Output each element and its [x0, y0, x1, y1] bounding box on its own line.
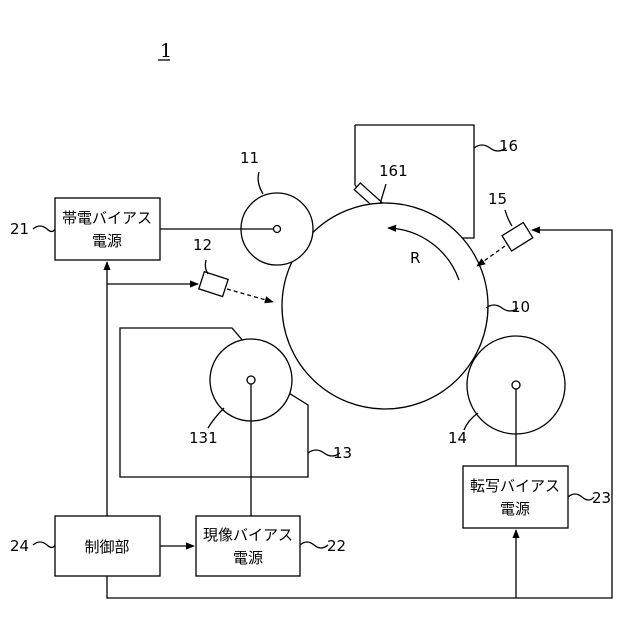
leader-22 [300, 542, 328, 548]
sensor-15 [502, 222, 533, 251]
leader-161 [380, 184, 386, 204]
control-unit-label: 制御部 [84, 538, 129, 556]
sensor-12-beam [227, 289, 273, 302]
charging-bias-power-line2: 電源 [92, 232, 122, 250]
developing-bias-power-line1: 現像バイアス [203, 526, 293, 544]
charging-roller-shaft [274, 226, 281, 233]
label-22: 22 [327, 537, 346, 555]
label-10: 10 [511, 298, 530, 316]
label-12: 12 [193, 236, 212, 254]
label-23: 23 [592, 489, 611, 507]
developing-bias-power-line2: 電源 [233, 549, 263, 567]
rotation-label: R [410, 249, 420, 267]
label-11: 11 [240, 149, 259, 167]
transfer-bias-power-line2: 電源 [500, 500, 530, 518]
label-16: 16 [499, 137, 518, 155]
charging-bias-power-line1: 帯電バイアス [62, 209, 152, 227]
sensor-12 [199, 272, 228, 297]
transfer-bias-power-line1: 転写バイアス [470, 477, 560, 495]
leader-21 [33, 226, 55, 232]
transfer-bias-power-box [463, 466, 568, 528]
developing-roller-shaft [247, 376, 255, 384]
leader-14 [464, 413, 478, 430]
sensor-15-beam [477, 246, 505, 266]
label-13: 13 [333, 444, 352, 462]
label-24: 24 [10, 537, 29, 555]
leader-15 [505, 210, 512, 226]
transfer-roller-shaft [512, 381, 520, 389]
leader-23 [568, 494, 594, 500]
developing-bias-power-box [196, 516, 300, 576]
figure-number: 1 [160, 40, 172, 62]
leader-11 [258, 172, 263, 194]
label-131: 131 [189, 429, 218, 447]
label-14: 14 [448, 429, 467, 447]
label-15: 15 [488, 190, 507, 208]
label-21: 21 [10, 220, 29, 238]
leader-24 [33, 542, 55, 548]
charging-bias-power-box [55, 198, 160, 260]
label-161: 161 [379, 162, 408, 180]
